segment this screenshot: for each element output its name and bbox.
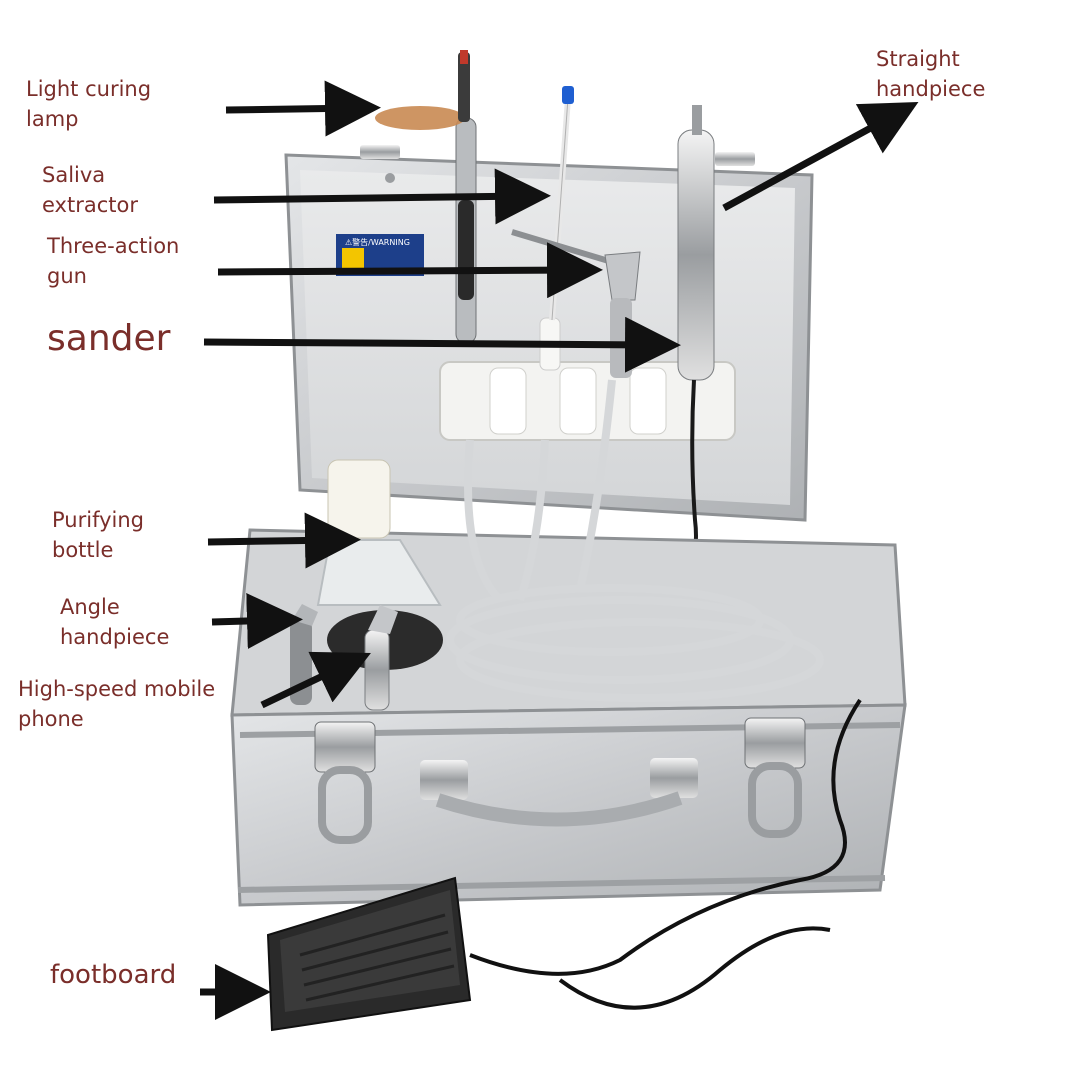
- label-footboard: footboard: [50, 960, 177, 990]
- label-saliva-extractor: Saliva extractor: [42, 163, 138, 218]
- label-three-action-gun: Three-action gun: [47, 234, 180, 289]
- lid-hinge-right: [715, 152, 755, 166]
- label-angle-handpiece: Angle handpiece: [60, 595, 170, 650]
- case-latch-right: [744, 717, 806, 838]
- arrow-icon: [207, 512, 361, 569]
- label-light-curing-lamp: Light curing lamp: [26, 77, 152, 132]
- arrow-icon: [213, 168, 551, 225]
- foot-pedal: [266, 698, 862, 1032]
- case-latch-left: [314, 721, 376, 844]
- arrow-icon: [260, 651, 371, 709]
- arrow-icon: [225, 80, 381, 137]
- coiled-tubing: [446, 379, 824, 702]
- arrow-icon: [722, 101, 919, 212]
- high-speed-handpiece: [364, 605, 398, 711]
- warning-sticker-text: ⚠警告/WARNING: [345, 237, 410, 247]
- straight-handpiece: [677, 105, 715, 601]
- label-purifying-bottle: Purifying bottle: [52, 508, 144, 563]
- instrument-holder: [439, 317, 736, 441]
- light-curing-lamp: [375, 50, 477, 344]
- arrow-icon: [203, 316, 681, 373]
- pointer-arrows: [200, 80, 919, 1020]
- case-handle: [420, 758, 698, 827]
- arrow-icon: [211, 593, 303, 649]
- label-straight-handpiece: Straight handpiece: [876, 47, 986, 102]
- label-sander: sander: [47, 318, 171, 359]
- lid-hinge-left: [360, 145, 400, 159]
- label-high-speed-mobile-phone: High-speed mobile phone: [18, 677, 216, 732]
- arrow-icon: [217, 242, 603, 299]
